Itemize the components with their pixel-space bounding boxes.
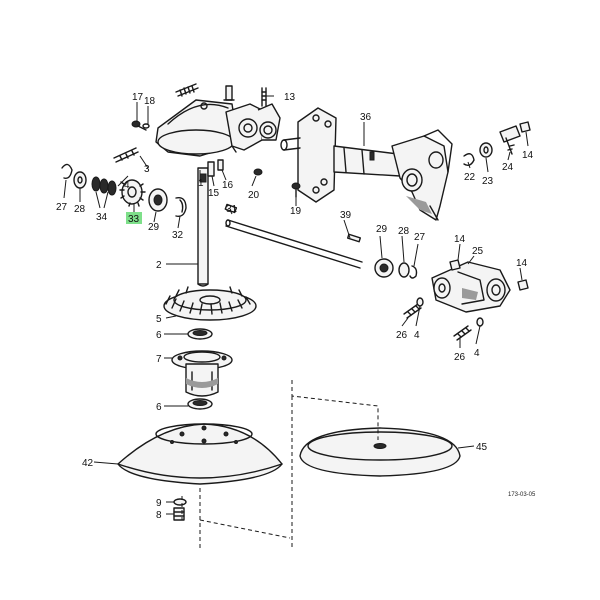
hub-flange[interactable] — [171, 350, 233, 397]
label-part-19[interactable]: 19 — [290, 206, 302, 217]
bearing-part-29-left[interactable] — [148, 188, 168, 212]
label-part-6-upper[interactable]: 6 — [156, 330, 162, 341]
washer-part-23[interactable] — [479, 142, 493, 158]
bearing-lower[interactable] — [187, 398, 213, 410]
label-part-27-right[interactable]: 27 — [414, 232, 426, 243]
label-part-14-ujoint-left[interactable]: 14 — [454, 234, 466, 245]
circlip-part-32[interactable] — [175, 197, 187, 218]
nut-part-20[interactable] — [253, 168, 263, 176]
label-part-8[interactable]: 8 — [156, 510, 162, 521]
label-part-29-right[interactable]: 29 — [376, 224, 388, 235]
label-part-20[interactable]: 20 — [248, 190, 260, 201]
bolt-part-18[interactable] — [142, 123, 150, 129]
label-part-45[interactable]: 45 — [476, 442, 488, 453]
tube-bracket-part-36[interactable] — [280, 107, 453, 221]
spring-pin-part-26-upper[interactable] — [403, 303, 422, 319]
label-part-14-top[interactable]: 14 — [522, 150, 534, 161]
label-part-26-lower[interactable]: 26 — [454, 352, 466, 363]
pin-part-3[interactable] — [113, 147, 139, 163]
label-part-1[interactable]: 1 — [198, 178, 204, 189]
bevel-gear[interactable] — [163, 286, 257, 321]
label-part-29-left[interactable]: 29 — [148, 222, 160, 233]
circlip-part-22[interactable] — [463, 153, 475, 167]
bolt-top-left[interactable] — [175, 83, 199, 97]
label-part-26-upper[interactable]: 26 — [396, 330, 408, 341]
label-part-34[interactable]: 34 — [96, 212, 108, 223]
label-part-13[interactable]: 13 — [284, 92, 296, 103]
label-part-39[interactable]: 39 — [340, 210, 352, 221]
drawing-reference: 173-03-05 — [508, 492, 536, 498]
bolt-part-13[interactable] — [261, 87, 267, 107]
label-part-28-left[interactable]: 28 — [74, 204, 86, 215]
circlip-part-27-left[interactable] — [61, 163, 73, 180]
screw-part-14-top[interactable] — [519, 121, 531, 133]
label-part-25[interactable]: 25 — [472, 246, 484, 257]
part-labels: 17 18 13 3 1 15 16 4 27 28 34 33 29 32 3… — [56, 92, 536, 521]
washer-part-4-upper[interactable] — [416, 297, 424, 307]
label-part-36[interactable]: 36 — [360, 112, 372, 123]
assembly-guide-lines — [181, 380, 379, 548]
label-part-14-ujoint-right[interactable]: 14 — [516, 258, 528, 269]
label-part-24[interactable]: 24 — [502, 162, 514, 173]
universal-joint-part-25[interactable] — [431, 261, 511, 313]
leader-lines — [63, 95, 529, 515]
label-part-15[interactable]: 15 — [208, 188, 220, 199]
spring-pin-part-26-lower[interactable] — [453, 325, 472, 341]
label-part-18[interactable]: 18 — [144, 96, 156, 107]
drive-shaft-part-39[interactable] — [225, 219, 363, 269]
label-part-28-right[interactable]: 28 — [398, 226, 410, 237]
washer-part-4-lower[interactable] — [476, 317, 484, 327]
label-part-7[interactable]: 7 — [156, 354, 162, 365]
bolt-part-17[interactable] — [131, 120, 147, 131]
bolt-part-16[interactable] — [217, 159, 224, 171]
gearbox-housing[interactable] — [155, 99, 281, 157]
label-part-2[interactable]: 2 — [156, 260, 162, 271]
label-part-5[interactable]: 5 — [156, 314, 162, 325]
grease-nipple-part-14-right[interactable] — [517, 279, 529, 291]
label-part-17[interactable]: 17 — [132, 92, 144, 103]
bolt-part-15[interactable] — [207, 161, 215, 177]
label-part-4a[interactable]: 4 — [124, 180, 130, 191]
washer-part-28-right[interactable] — [398, 262, 410, 278]
label-part-32[interactable]: 32 — [172, 230, 184, 241]
label-part-4-lower[interactable]: 4 — [474, 348, 480, 359]
highlight-part-33 — [126, 212, 142, 224]
protective-disc[interactable] — [299, 427, 461, 477]
label-part-6-lower[interactable]: 6 — [156, 402, 162, 413]
washer-part-28-left[interactable] — [73, 171, 87, 189]
label-part-16[interactable]: 16 — [222, 180, 234, 191]
label-part-23[interactable]: 23 — [482, 176, 494, 187]
label-part-42[interactable]: 42 — [82, 458, 94, 469]
label-part-9[interactable]: 9 — [156, 498, 162, 509]
label-part-27-left[interactable]: 27 — [56, 202, 68, 213]
label-part-22[interactable]: 22 — [464, 172, 476, 183]
label-part-3[interactable]: 3 — [144, 164, 150, 175]
bolt-part-19[interactable] — [291, 182, 301, 198]
bearing-part-29-right[interactable] — [374, 258, 394, 278]
washer-part-9[interactable] — [173, 498, 187, 506]
grease-nipple-part-14-left[interactable] — [449, 259, 461, 271]
circlip-part-27-right[interactable] — [409, 265, 418, 279]
bolt-part-24[interactable] — [499, 125, 521, 155]
bolt-top-middle[interactable] — [223, 85, 235, 101]
label-part-4-upper[interactable]: 4 — [414, 330, 420, 341]
label-part-31[interactable]: 31 — [226, 204, 238, 215]
spring-rings-part-34[interactable] — [91, 176, 117, 196]
pinion-gear-part-33[interactable] — [119, 179, 146, 207]
screw-part-8[interactable] — [173, 507, 185, 521]
cutting-disc[interactable] — [117, 423, 283, 485]
label-part-33[interactable]: 33 — [128, 214, 140, 225]
bearing-upper[interactable] — [187, 328, 213, 340]
vertical-shaft[interactable] — [197, 167, 209, 287]
